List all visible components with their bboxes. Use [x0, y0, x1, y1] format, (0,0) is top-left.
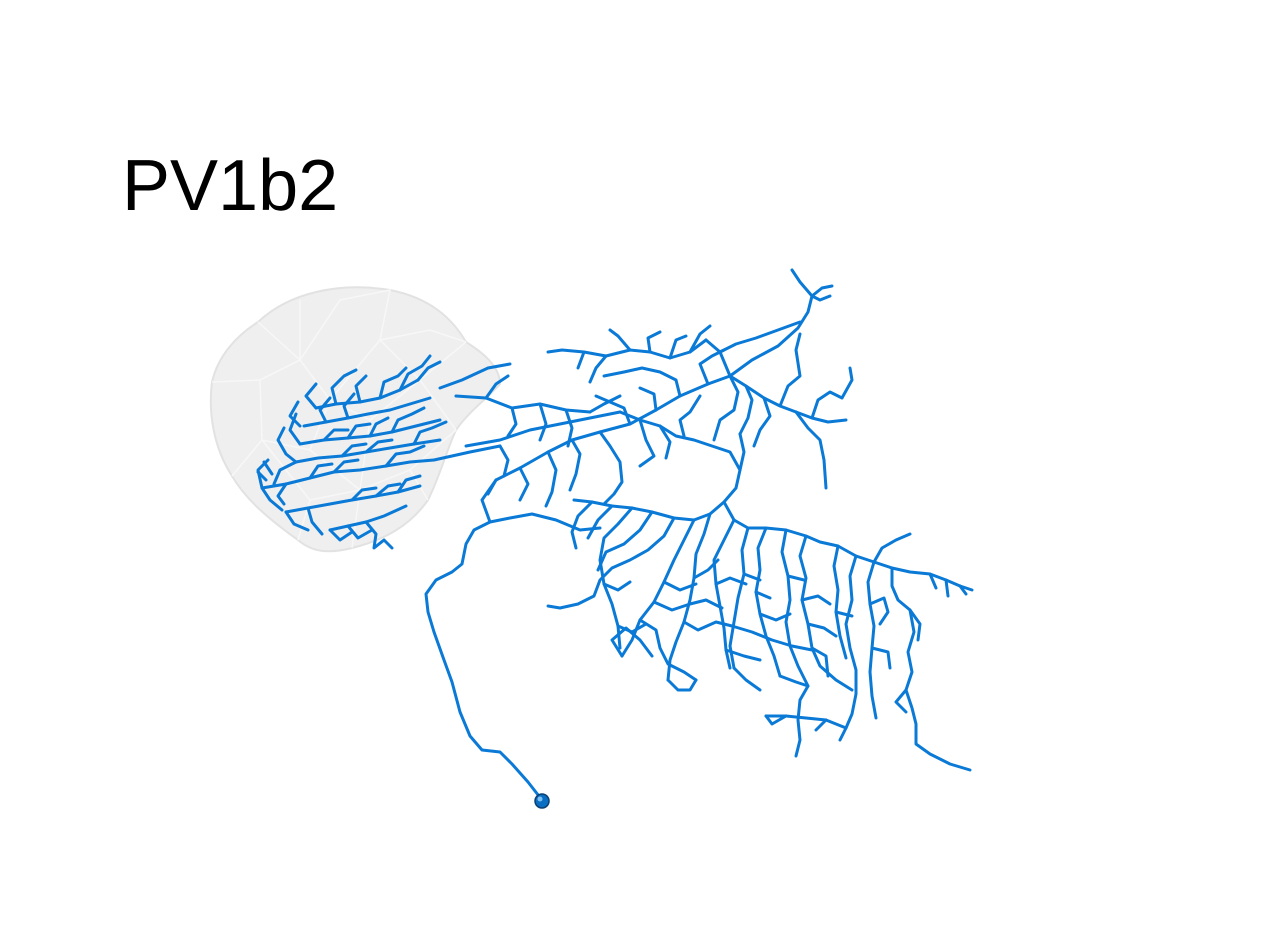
figure-title: PV1b2 [122, 146, 339, 226]
neuropil-outline [209, 286, 502, 553]
soma-sphere-marker [534, 793, 550, 809]
neuropil-mesh [209, 286, 502, 553]
neuron-skeleton [256, 268, 974, 802]
upper-right-arbor [484, 268, 854, 508]
lower-right-arbor [546, 432, 974, 772]
primary-neurite [424, 512, 602, 802]
left-arbor [256, 354, 448, 550]
